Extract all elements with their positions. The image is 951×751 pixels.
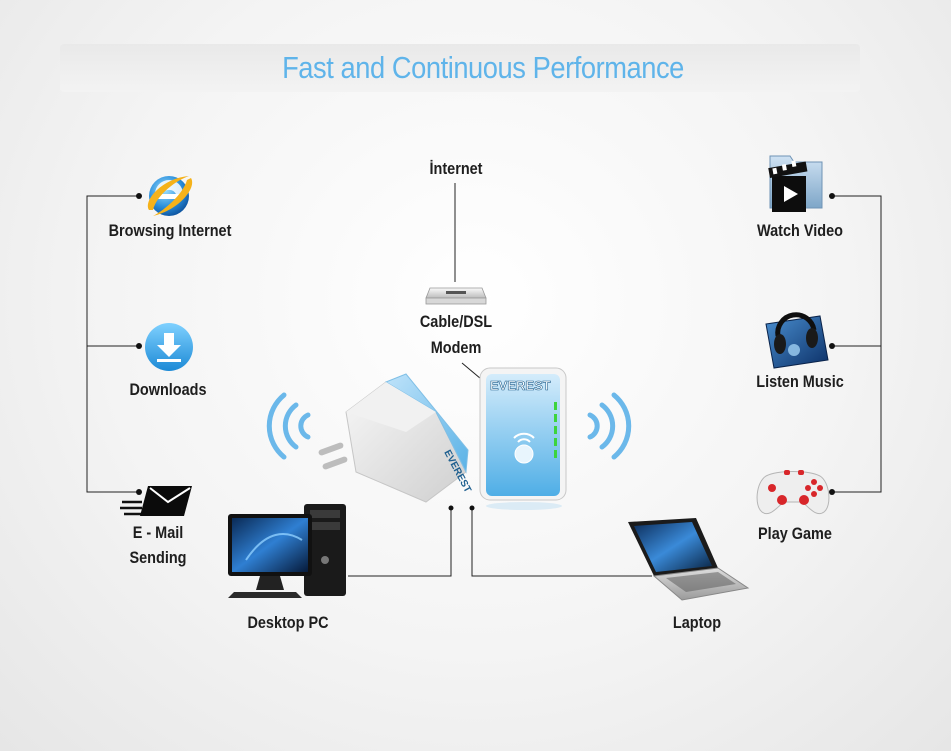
downloads-label: Downloads (129, 380, 207, 399)
listen-music-label: Listen Music (756, 372, 844, 391)
email-icon (120, 486, 192, 516)
title-band (60, 44, 860, 92)
email-label-line2: Sending (129, 548, 187, 567)
range-extender-front: EVEREST (479, 367, 567, 510)
play-game-label: Play Game (758, 524, 832, 543)
email-label-line1: E - Mail (132, 523, 184, 542)
laptop-label: Laptop (672, 613, 722, 632)
video-folder-icon (768, 155, 823, 212)
modem-icon (425, 287, 487, 305)
range-extender-side: EVEREST (318, 373, 473, 503)
modem-label-line1: Cable/DSL (419, 312, 493, 331)
desktop-pc-icon (228, 504, 346, 598)
wifi-wave-icon (266, 392, 311, 460)
ie-icon (147, 176, 193, 216)
browsing-internet-label: Browsing Internet (108, 221, 232, 240)
brand-text: EVEREST (490, 378, 551, 393)
download-icon (145, 323, 193, 371)
watch-video-label: Watch Video (757, 221, 843, 240)
music-icon (765, 312, 829, 369)
wifi-wave-icon (587, 392, 632, 460)
desktop-pc-label: Desktop PC (247, 613, 329, 632)
modem-label-line2: Modem (430, 338, 482, 357)
internet-label: İnternet (429, 159, 483, 178)
page-title: Fast and Continuous Performance (282, 50, 684, 85)
laptop-icon (628, 518, 750, 601)
gamepad-icon (756, 470, 830, 515)
